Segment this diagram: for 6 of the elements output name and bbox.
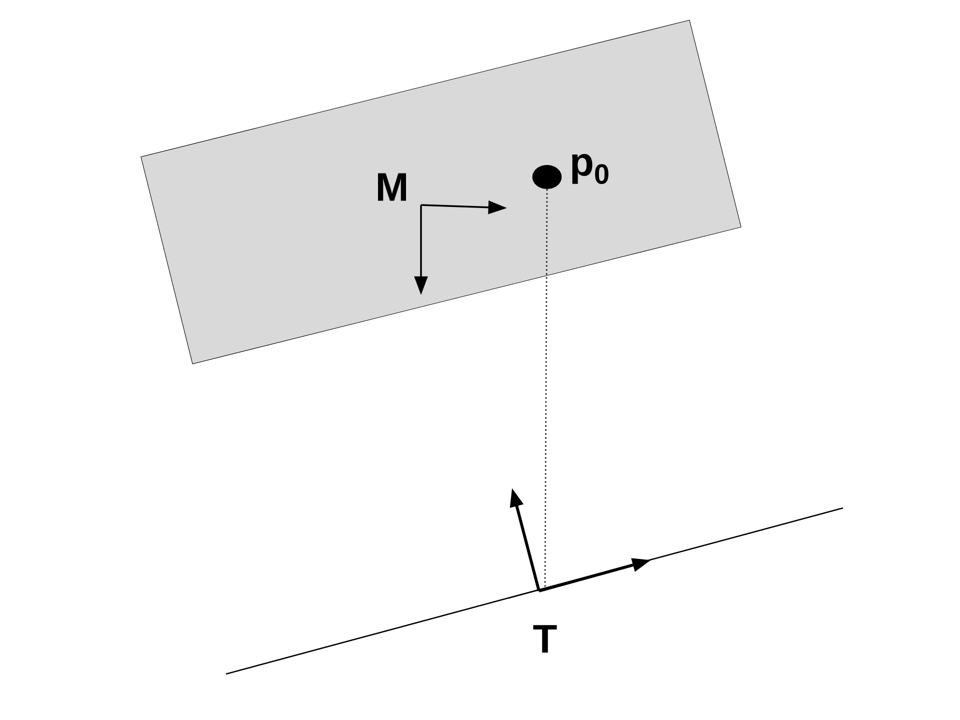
- dotted-line: [544, 189, 548, 591]
- point-dot: [532, 165, 562, 189]
- frame-label: M: [378, 173, 406, 201]
- rigid-block: [140, 20, 742, 364]
- point-label: T: [533, 625, 557, 653]
- point-label: p$_{0}$: [572, 154, 608, 184]
